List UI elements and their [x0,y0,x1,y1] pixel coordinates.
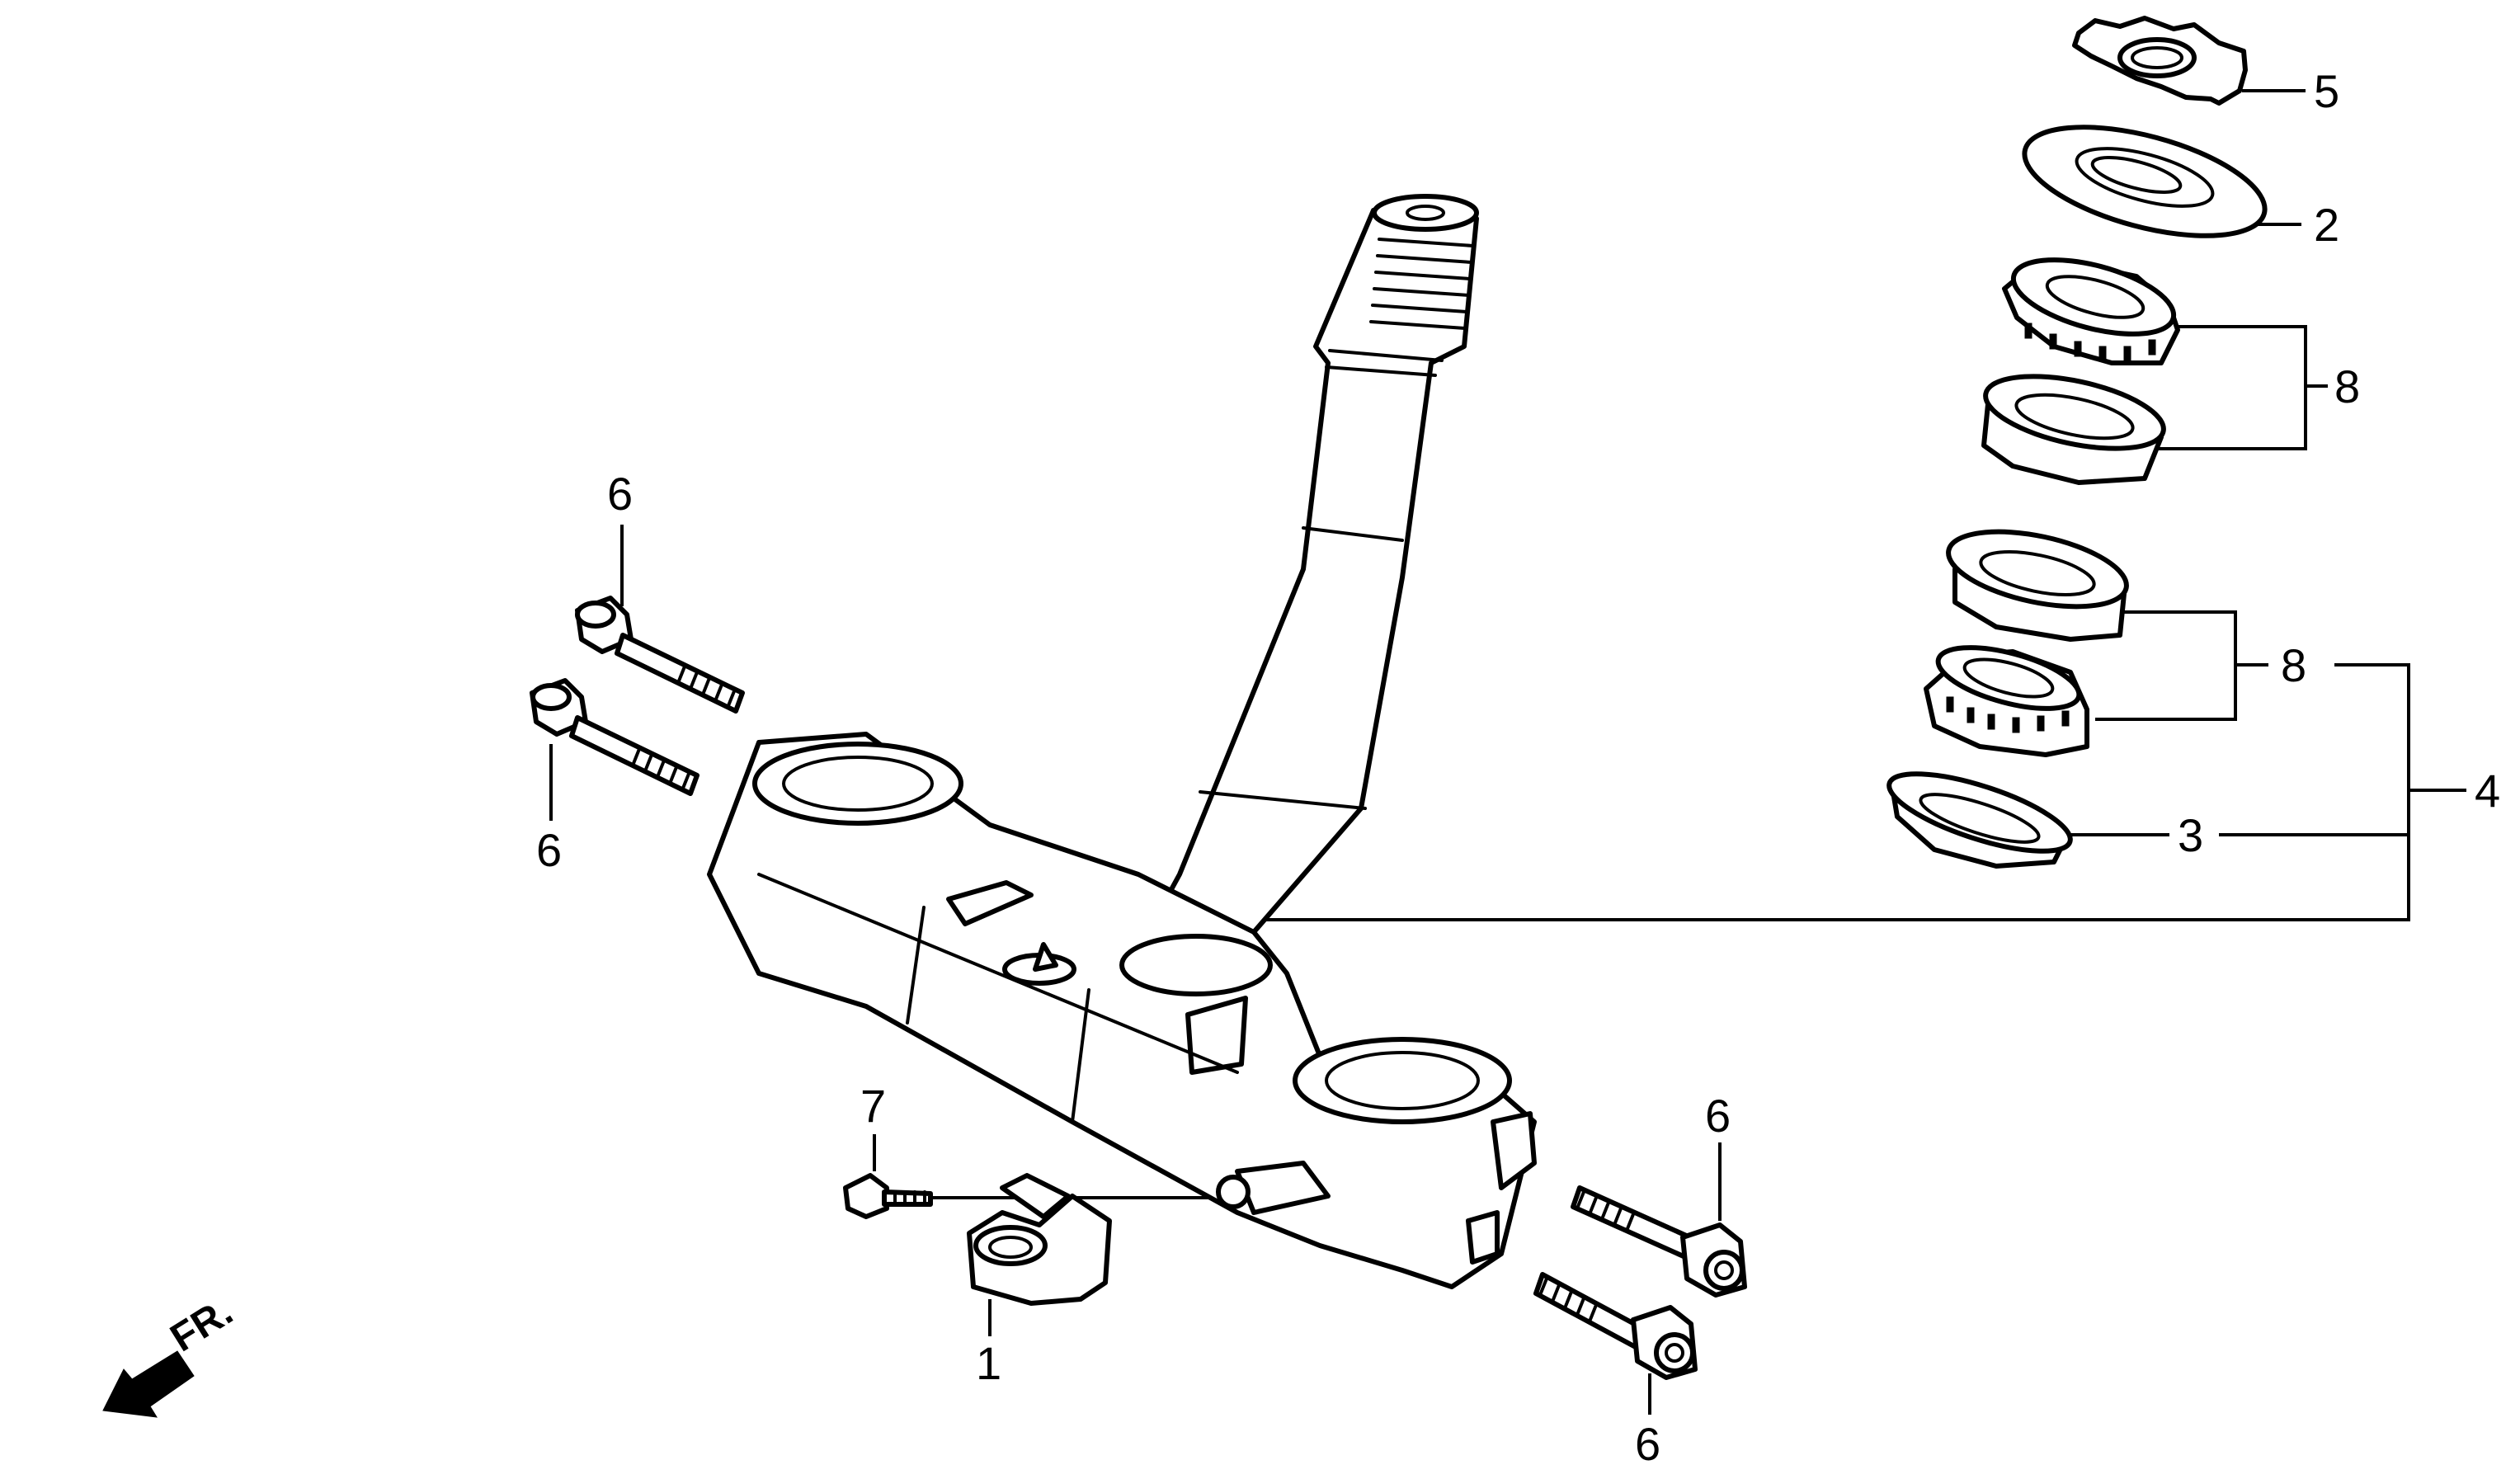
callout-2: 2 [2314,199,2339,251]
front-direction-marker: FR. [102,1289,241,1418]
cable-clamp [967,1173,1112,1306]
lower-bearing [1924,645,2089,757]
callout-7: 7 [860,1080,886,1132]
callout-6-right-lower: 6 [1635,1418,1660,1470]
callout-1: 1 [976,1337,1001,1389]
bottom-triple-clamp [707,732,1537,1289]
callout-6-upper-left: 6 [607,468,633,520]
dust-seal [2022,125,2268,238]
bolt-lower-2 [1533,1272,1698,1380]
callout-6-right-upper: 6 [1705,1090,1731,1142]
callout-6-left: 6 [536,824,562,876]
stem-nut [2072,16,2248,106]
lower-bearing-race [1946,529,2129,642]
bolt-upper-1 [575,596,745,714]
upper-bearing [2002,257,2180,365]
callout-8-upper: 8 [2334,360,2360,412]
bolt-lower-1 [1571,1185,1747,1298]
bearing-rollers-lower [1946,696,2070,733]
callout-3: 3 [2178,809,2203,861]
leader-lines [549,89,2466,1415]
small-bolt [843,1173,933,1219]
upper-bearing-race [1981,374,2166,485]
front-direction-label: FR. [163,1289,241,1360]
callout-8-lower: 8 [2281,639,2306,691]
bolt-upper-2 [530,678,699,796]
callout-labels: 5 2 8 8 4 3 6 6 6 6 7 1 [536,65,2500,1470]
callout-5: 5 [2314,65,2339,117]
lower-dust-seal [1886,771,2073,869]
callout-4: 4 [2475,765,2500,817]
bearing-rollers [2024,323,2156,362]
steering-stem-shaft [1152,194,1479,935]
